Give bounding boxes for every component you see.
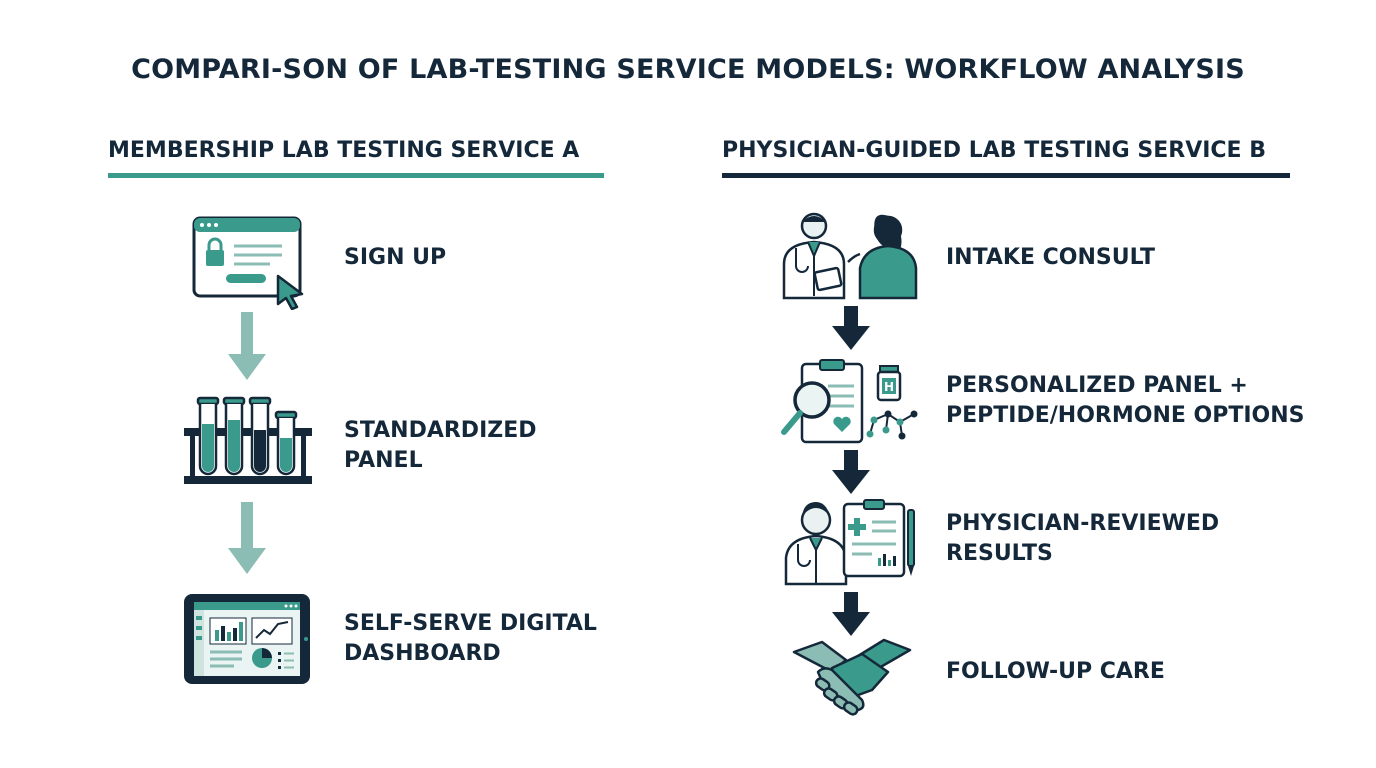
step-b4-label: FOLLOW-UP CARE [946,659,1165,684]
arrow-down-icon [832,592,870,636]
browser-lock-icon [192,216,304,310]
step-b3-label: PHYSICIAN-REVIEWED RESULTS [946,511,1220,566]
service-b-heading: PHYSICIAN-GUIDED LAB TESTING SERVICE B [722,138,1290,178]
arrow-down-icon [832,306,870,350]
diagram-title: COMPARI-SON OF LAB-TESTING SERVICE MODEL… [131,54,1245,85]
tablet-dashboard-icon [184,594,310,684]
arrow-down-icon [832,450,870,494]
doctor-patient-icon [782,212,918,300]
doctor-report-icon [784,499,915,586]
step-b1-label: INTAKE CONSULT [946,245,1156,270]
step-a2-label: STANDARDIZED PANEL [344,418,537,473]
service-a-heading: MEMBERSHIP LAB TESTING SERVICE A [108,138,604,178]
step-a3-label: SELF-SERVE DIGITAL DASHBOARD [344,611,597,666]
vial-letter: H [884,380,894,394]
step-a1-label: SIGN UP [344,245,447,270]
arrow-down-icon [228,312,266,380]
step-b2-label: PERSONALIZED PANEL + PEPTIDE/HORMONE OPT… [946,373,1305,428]
arrow-down-icon [228,502,266,574]
clipboard-magnifier-icon: H [781,359,918,444]
test-tubes-icon [184,396,312,484]
handshake-icon [792,638,912,716]
